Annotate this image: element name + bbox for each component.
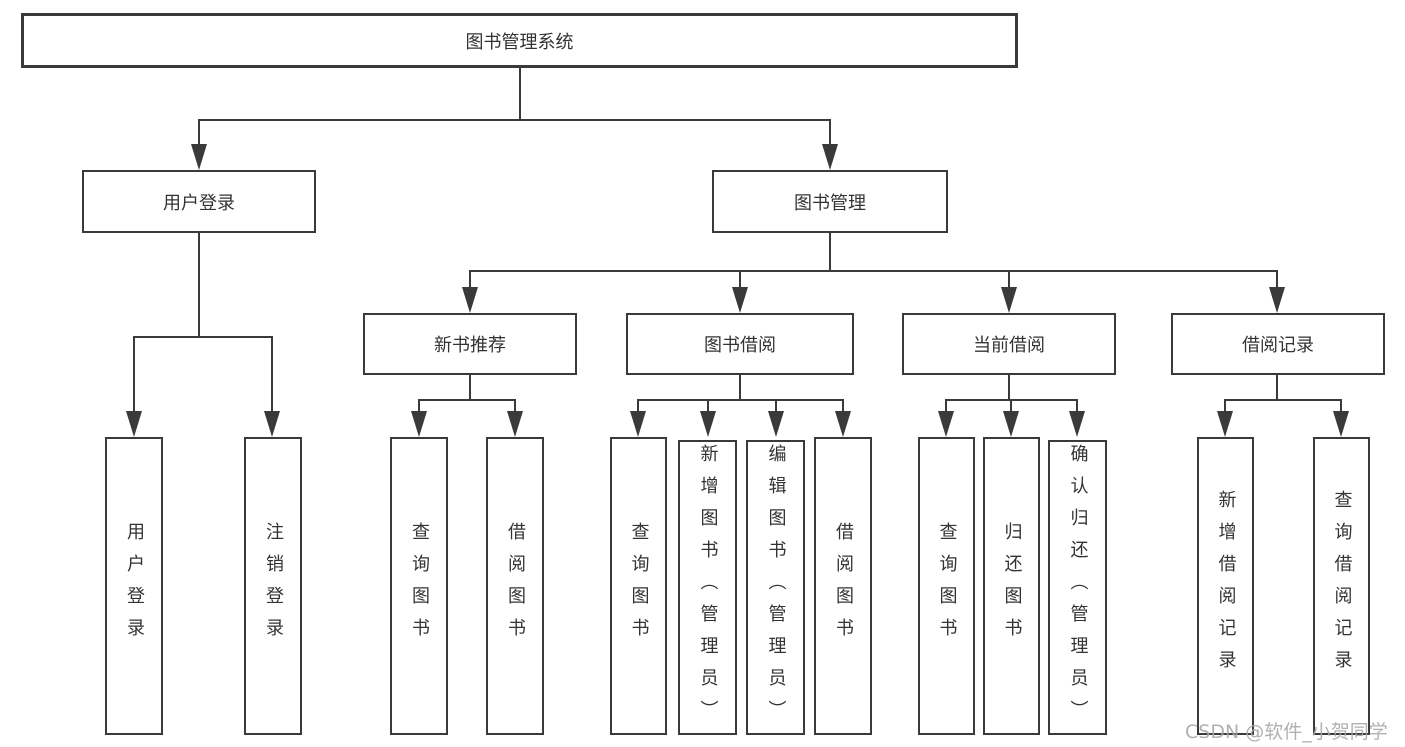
arrow-to-current-borrow-icon (1001, 287, 1017, 313)
arrow-to-leaf-user-login-icon (126, 411, 142, 437)
node-leaf-bb-edit: 编辑图书（管理员） (746, 440, 805, 735)
connector-to-current-borrow-shaft (1008, 270, 1010, 292)
node-leaf-br-add-label: 新增借阅记录 (1215, 490, 1237, 682)
node-book-mgmt-label: 图书管理 (794, 192, 866, 214)
arrow-to-bb-add-icon (700, 411, 716, 437)
node-leaf-user-login: 用户登录 (105, 437, 163, 735)
node-leaf-br-query-label: 查询借阅记录 (1331, 490, 1353, 682)
arrow-to-bb-borrow-icon (835, 411, 851, 437)
node-new-book-rec: 新书推荐 (363, 313, 577, 375)
node-current-borrow-label: 当前借阅 (973, 335, 1045, 356)
connector-current-borrow-stem (1008, 374, 1010, 401)
node-leaf-logout-label: 注销登录 (263, 522, 284, 650)
node-leaf-nbr-borrow: 借阅图书 (486, 437, 544, 735)
connector-to-br-query-shaft (1340, 399, 1342, 417)
node-leaf-bb-add: 新增图书（管理员） (678, 440, 737, 735)
node-leaf-logout: 注销登录 (244, 437, 302, 735)
node-leaf-cb-return-label: 归还图书 (1001, 522, 1023, 650)
node-borrow-records: 借阅记录 (1171, 313, 1385, 375)
node-user-login-label: 用户登录 (163, 192, 235, 214)
node-leaf-bb-edit-label: 编辑图书（管理员） (765, 443, 787, 732)
connector-borrow-records-stem (1276, 374, 1278, 401)
node-leaf-bb-query-label: 查询图书 (628, 522, 650, 650)
node-book-borrow-label: 图书借阅 (704, 335, 776, 356)
connector-to-bb-add-shaft (707, 399, 709, 417)
connector-to-cb-query-shaft (945, 399, 947, 417)
node-user-login: 用户登录 (82, 170, 316, 233)
node-root: 图书管理系统 (21, 13, 1018, 68)
node-leaf-br-query: 查询借阅记录 (1313, 437, 1370, 735)
connector-to-cb-confirm-shaft (1076, 399, 1078, 417)
node-leaf-cb-return: 归还图书 (983, 437, 1040, 735)
connector-to-leaf-logout-shaft (271, 336, 273, 416)
connector-new-book-rec-bus (418, 399, 516, 401)
arrow-to-nbr-query-icon (411, 411, 427, 437)
arrow-to-user-login-icon (191, 144, 207, 170)
connector-to-bb-edit-shaft (775, 399, 777, 417)
node-leaf-bb-query: 查询图书 (610, 437, 667, 735)
connector-to-nbr-query-shaft (418, 399, 420, 417)
connector-to-user-login-shaft (198, 119, 200, 149)
node-leaf-bb-add-label: 新增图书（管理员） (697, 443, 719, 732)
connector-user-login-stem (198, 232, 200, 338)
connector-borrow-records-bus (1224, 399, 1342, 401)
arrow-to-book-mgmt-icon (822, 144, 838, 170)
node-leaf-bb-borrow-label: 借阅图书 (833, 522, 854, 650)
connector-level2-bus (198, 119, 831, 121)
arrow-to-borrow-records-icon (1269, 287, 1285, 313)
node-root-label: 图书管理系统 (465, 31, 574, 53)
connector-to-nbr-borrow-shaft (514, 399, 516, 417)
connector-to-leaf-user-login-shaft (133, 336, 135, 416)
node-book-mgmt: 图书管理 (712, 170, 948, 233)
connector-to-cb-return-shaft (1010, 399, 1012, 417)
arrow-to-cb-return-icon (1003, 411, 1019, 437)
connector-to-book-mgmt-shaft (829, 119, 831, 149)
node-leaf-cb-query: 查询图书 (918, 437, 975, 735)
csdn-watermark: CSDN @软件_小贺同学 (1185, 721, 1388, 743)
arrow-to-new-book-rec-icon (462, 287, 478, 313)
arrow-to-br-add-icon (1217, 411, 1233, 437)
arrow-to-cb-query-icon (938, 411, 954, 437)
connector-book-borrow-bus (637, 399, 844, 401)
node-leaf-nbr-borrow-label: 借阅图书 (505, 522, 526, 650)
node-leaf-cb-query-label: 查询图书 (936, 522, 958, 650)
node-leaf-cb-confirm: 确认归还（管理员） (1048, 440, 1107, 735)
arrow-to-br-query-icon (1333, 411, 1349, 437)
connector-level3-bus (469, 270, 1278, 272)
connector-to-br-add-shaft (1224, 399, 1226, 417)
node-leaf-bb-borrow: 借阅图书 (814, 437, 872, 735)
arrow-to-leaf-logout-icon (264, 411, 280, 437)
connector-root-stem (519, 66, 521, 121)
node-leaf-nbr-query: 查询图书 (390, 437, 448, 735)
node-borrow-records-label: 借阅记录 (1242, 335, 1314, 356)
connector-new-book-rec-stem (469, 374, 471, 401)
connector-user-login-bus (133, 336, 273, 338)
node-leaf-cb-confirm-label: 确认归还（管理员） (1067, 443, 1089, 732)
node-leaf-user-login-label: 用户登录 (124, 522, 145, 650)
connector-to-bb-query-shaft (637, 399, 639, 417)
connector-to-new-book-rec-shaft (469, 270, 471, 292)
connector-book-borrow-stem (739, 374, 741, 401)
node-book-borrow: 图书借阅 (626, 313, 854, 375)
node-new-book-rec-label: 新书推荐 (434, 335, 506, 356)
connector-to-bb-borrow-shaft (842, 399, 844, 417)
connector-to-borrow-records-shaft (1276, 270, 1278, 292)
connector-to-book-borrow-shaft (739, 270, 741, 292)
arrow-to-cb-confirm-icon (1069, 411, 1085, 437)
node-leaf-br-add: 新增借阅记录 (1197, 437, 1254, 735)
arrow-to-nbr-borrow-icon (507, 411, 523, 437)
arrow-to-bb-query-icon (630, 411, 646, 437)
node-leaf-nbr-query-label: 查询图书 (409, 522, 430, 650)
arrow-to-book-borrow-icon (732, 287, 748, 313)
arrow-to-bb-edit-icon (768, 411, 784, 437)
connector-book-mgmt-stem (829, 232, 831, 272)
node-current-borrow: 当前借阅 (902, 313, 1116, 375)
